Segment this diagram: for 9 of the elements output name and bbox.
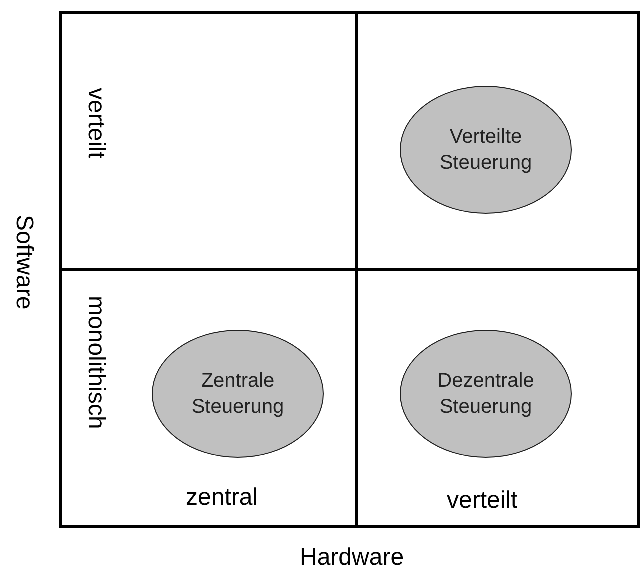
axis-value-label: verteilt <box>447 487 518 515</box>
axis-value-label: monolithisch <box>82 296 110 430</box>
axis-title: Hardware <box>300 544 404 572</box>
axis-title: Software <box>10 215 38 310</box>
ellipse-node: Verteilte Steuerung <box>400 86 572 214</box>
axis-value-label: zentral <box>186 484 258 512</box>
axis-value-label: verteilt <box>82 88 110 159</box>
ellipse-node: Dezentrale Steuerung <box>400 330 572 458</box>
ellipse-node: Zentrale Steuerung <box>152 330 324 458</box>
